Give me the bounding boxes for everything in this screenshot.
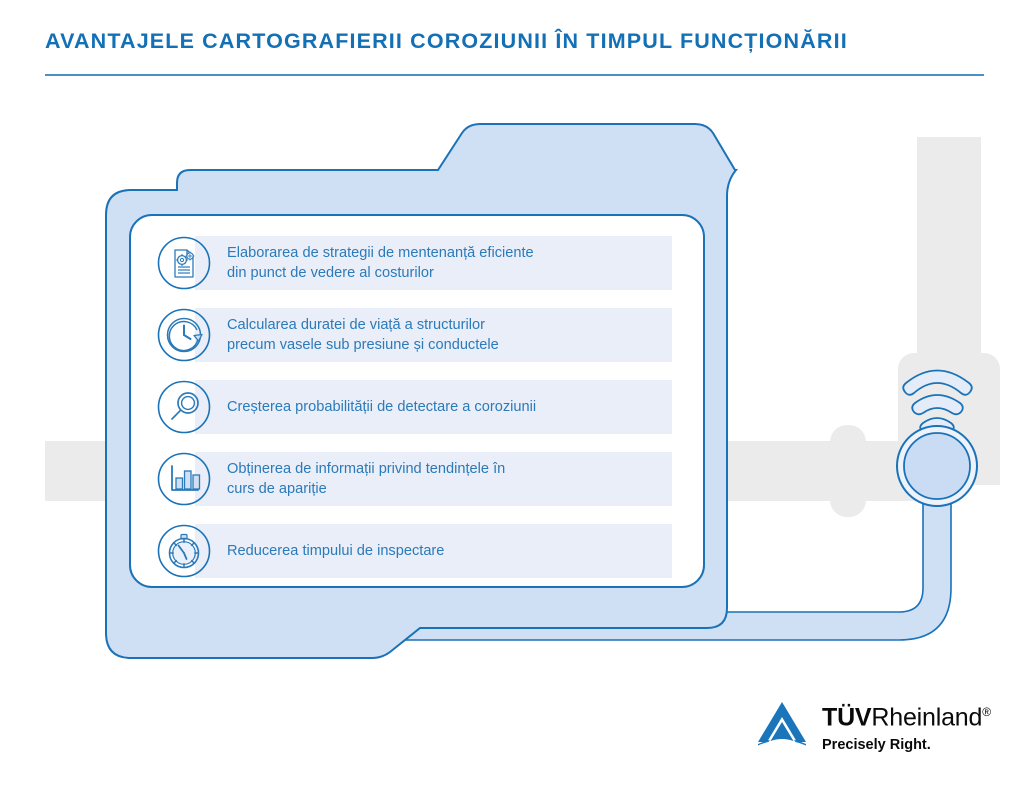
benefit-line-2: curs de apariție	[227, 481, 327, 497]
benefit-text: Creșterea probabilității de detectare a …	[227, 380, 536, 434]
benefit-item: Reducerea timpului de inspectare	[157, 524, 677, 578]
magnifier-icon	[157, 380, 211, 434]
logo-word-light: Rheinland	[871, 703, 983, 732]
benefit-line-1: Reducerea timpului de inspectare	[227, 543, 445, 559]
benefit-band	[195, 524, 672, 578]
benefit-line-1: Elaborarea de strategii de mentenanță ef…	[227, 245, 534, 261]
benefit-band	[195, 236, 672, 290]
clock-arrow-icon	[157, 308, 211, 362]
document-gears-icon	[157, 236, 211, 290]
benefit-text: Elaborarea de strategii de mentenanță ef…	[227, 236, 534, 290]
benefit-band	[195, 308, 672, 362]
benefit-line-1: Calcularea duratei de viață a structuril…	[227, 317, 485, 333]
wireless-sensor	[896, 369, 978, 507]
benefit-text: Calcularea duratei de viață a structuril…	[227, 308, 499, 362]
stopwatch-icon	[157, 524, 211, 578]
title-divider	[45, 74, 984, 76]
benefit-band	[195, 380, 672, 434]
registered-mark: ®	[982, 705, 991, 719]
benefit-line-2: din punct de vedere al costurilor	[227, 265, 434, 281]
header: AVANTAJELE CARTOGRAFIERII COROZIUNII ÎN …	[45, 26, 985, 76]
benefit-text: Reducerea timpului de inspectare	[227, 524, 444, 578]
benefit-line-2: precum vasele sub presiune și conductele	[227, 337, 499, 353]
benefit-band	[195, 452, 672, 506]
benefit-item: Creșterea probabilității de detectare a …	[157, 380, 677, 434]
benefit-text: Obținerea de informații privind tendințe…	[227, 452, 505, 506]
tuv-rheinland-logo: TÜVRheinland® Precisely Right.	[756, 698, 991, 753]
tuv-triangle-icon	[756, 700, 808, 746]
benefit-line-1: Creșterea probabilității de detectare a …	[227, 399, 537, 415]
benefit-item: Calcularea duratei de viață a structuril…	[157, 308, 677, 362]
logo-word-bold: TÜV	[822, 703, 872, 732]
page-title: AVANTAJELE CARTOGRAFIERII COROZIUNII ÎN …	[45, 29, 848, 53]
logo-wordmark: TÜVRheinland®	[822, 698, 991, 731]
logo-tagline: Precisely Right.	[822, 737, 931, 754]
benefit-item: Obținerea de informații privind tendințe…	[157, 452, 677, 506]
logo-text-block: TÜVRheinland® Precisely Right.	[822, 698, 991, 753]
bar-chart-icon	[157, 452, 211, 506]
benefit-line-1: Obținerea de informații privind tendințe…	[227, 461, 506, 477]
benefit-item: Elaborarea de strategii de mentenanță ef…	[157, 236, 677, 290]
benefit-list: Elaborarea de strategii de mentenanță ef…	[157, 236, 677, 596]
